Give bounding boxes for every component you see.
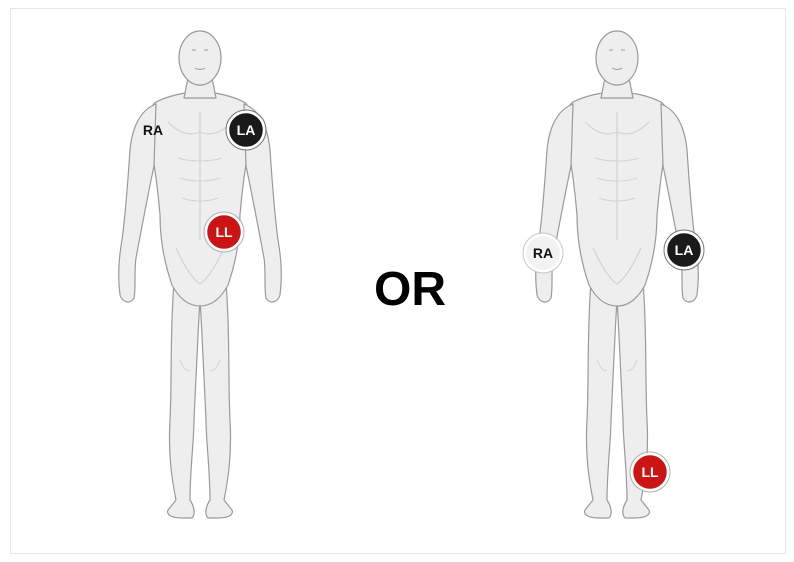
human-figure-right xyxy=(536,31,699,518)
electrode-ll-left: LL xyxy=(204,212,244,252)
electrode-ll-right: LL xyxy=(630,452,670,492)
electrode-la-label: LA xyxy=(675,242,694,258)
electrode-ll-label: LL xyxy=(215,224,233,240)
electrode-ra-label: RA xyxy=(143,122,163,138)
electrode-ra-label: RA xyxy=(533,245,553,261)
electrode-la-label: LA xyxy=(237,122,256,138)
electrode-la-right: LA xyxy=(664,230,704,270)
electrode-ra-left: RA xyxy=(143,122,163,138)
electrode-ra-right: RA xyxy=(523,233,563,273)
human-figure-left xyxy=(119,31,282,518)
figure-limb-placement: RA LA LL xyxy=(523,31,704,518)
electrode-ll-label: LL xyxy=(641,464,659,480)
figure-torso-placement: RA LA LL xyxy=(119,31,282,518)
electrode-la-left: LA xyxy=(226,110,266,150)
or-separator: OR xyxy=(374,263,446,316)
